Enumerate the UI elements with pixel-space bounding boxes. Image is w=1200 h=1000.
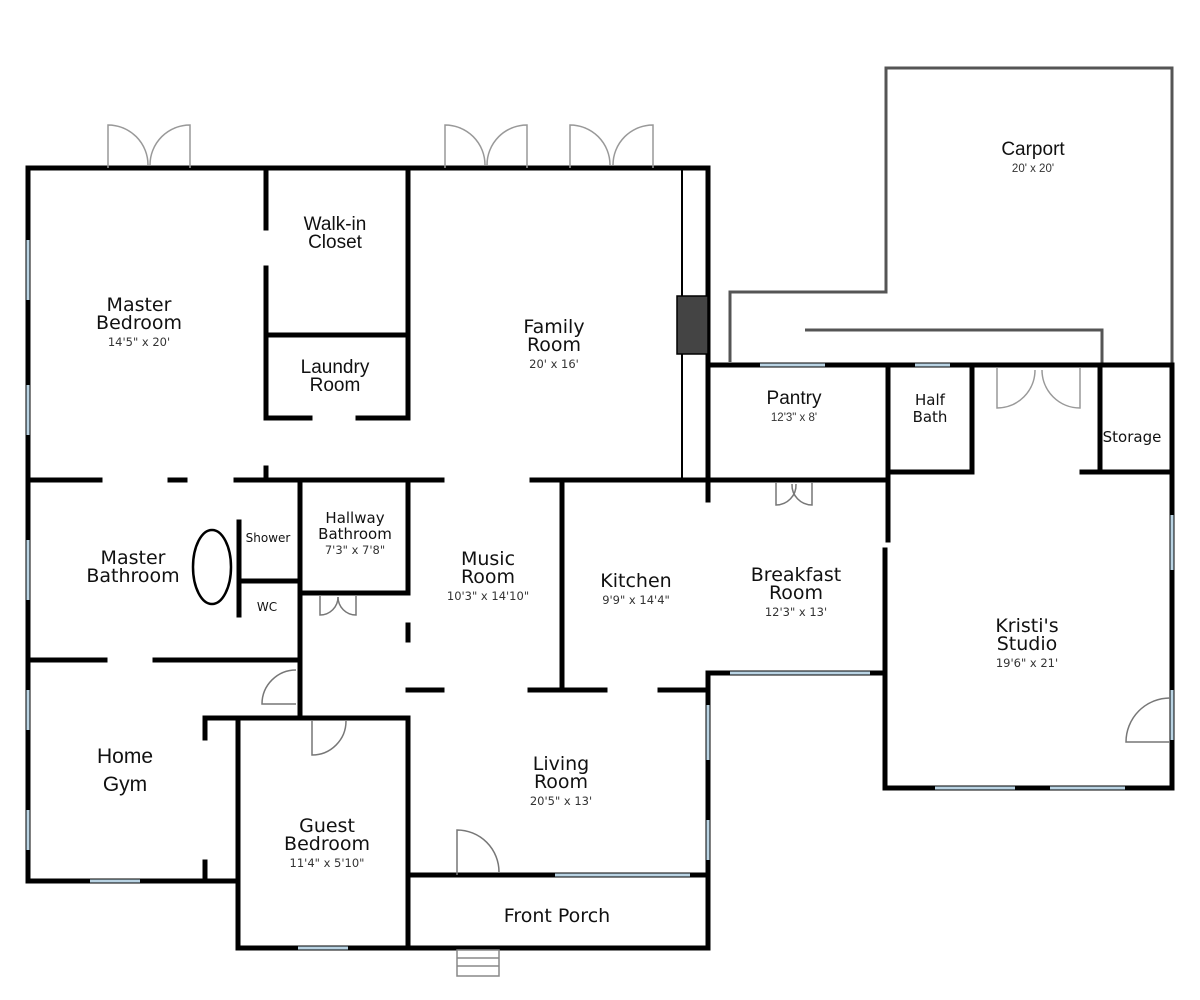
room-name: Room: [309, 375, 361, 396]
room-name: Master: [106, 293, 172, 316]
room-name: Half: [915, 391, 945, 409]
room-family-room: Family Room 20' x 16': [523, 315, 585, 371]
room-name: Kristi's: [995, 614, 1059, 637]
room-name: Room: [460, 565, 516, 588]
room-half-bath: Half Bath: [913, 392, 948, 426]
room-hallway-bathroom: Hallway Bathroom 7'3" x 7'8": [318, 510, 392, 557]
room-front-porch: Front Porch: [503, 905, 611, 927]
room-carport: Carport 20' x 20': [1001, 138, 1065, 176]
room-dimensions: 10'3" x 14'10": [446, 588, 530, 603]
room-dimensions: 20' x 20': [1011, 162, 1055, 175]
room-master-bedroom: Master Bedroom 14'5" x 20': [96, 293, 182, 349]
room-dimensions: 12'3" x 8': [770, 411, 818, 424]
room-name: Bathroom: [318, 524, 392, 543]
room-pantry: Pantry 12'3" x 8': [766, 387, 822, 425]
room-name: Home: [96, 745, 154, 768]
bathtub: [191, 528, 233, 606]
room-name: Kitchen: [600, 569, 672, 592]
room-name: Walk-in: [303, 214, 367, 235]
room-name: Hallway: [325, 508, 385, 527]
room-name: Room: [533, 770, 589, 793]
room-name: Breakfast: [750, 563, 842, 586]
room-dimensions: 19'6" x 21': [995, 655, 1059, 670]
room-breakfast-room: Breakfast Room 12'3" x 13': [750, 563, 842, 619]
room-dimensions: 12'3" x 13': [764, 604, 828, 619]
room-name: Master: [100, 547, 166, 569]
room-name: Room: [526, 333, 582, 356]
room-name: Bathroom: [86, 565, 180, 587]
room-dimensions: 9'9" x 14'4": [602, 592, 670, 607]
room-name: Music: [460, 547, 516, 570]
room-kitchen: Kitchen 9'9" x 14'4": [600, 569, 672, 607]
room-living-room: Living Room 20'5" x 13': [529, 752, 593, 808]
windows: [26, 240, 1174, 950]
room-shower: Shower: [246, 529, 291, 545]
room-name: WC: [256, 600, 278, 614]
room-wc: WC: [257, 598, 277, 614]
room-name: Pantry: [766, 387, 822, 409]
room-music-room: Music Room 10'3" x 14'10": [446, 547, 530, 603]
room-walk-in-closet: Walk-in Closet: [303, 214, 367, 253]
room-name: Studio: [996, 632, 1058, 655]
room-name: Shower: [245, 531, 291, 545]
room-dimensions: 7'3" x 7'8": [324, 542, 386, 557]
room-name: Bath: [912, 408, 948, 426]
room-dimensions: 14'5" x 20': [107, 334, 171, 349]
room-storage: Storage: [1103, 428, 1162, 446]
room-name: Gym: [102, 773, 148, 796]
room-dimensions: 20' x 16': [529, 356, 579, 371]
room-master-bathroom: Master Bathroom: [86, 547, 180, 587]
fireplace: [676, 295, 709, 355]
room-home-gym: Home Gym: [97, 743, 153, 799]
room-name: Closet: [308, 232, 362, 253]
front-steps: [456, 949, 500, 977]
room-name: Laundry: [300, 357, 370, 378]
walls: [25, 165, 1175, 951]
room-name: Family: [523, 315, 585, 338]
room-name: Bedroom: [284, 832, 370, 855]
doors: [261, 482, 1171, 875]
french-doors: [107, 124, 1081, 409]
carport-outline: [728, 66, 1174, 365]
room-name: Front Porch: [503, 905, 611, 927]
room-name: Guest: [299, 814, 355, 837]
room-dimensions: 11'4" x 5'10": [289, 855, 365, 870]
room-guest-bedroom: Guest Bedroom 11'4" x 5'10": [284, 814, 370, 870]
room-dimensions: 20'5" x 13': [529, 793, 593, 808]
room-laundry: Laundry Room: [300, 357, 370, 396]
room-name: Carport: [1001, 138, 1065, 160]
room-name: Bedroom: [96, 311, 182, 334]
room-name: Room: [768, 581, 824, 604]
room-name: Storage: [1102, 428, 1162, 446]
room-kristis-studio: Kristi's Studio 19'6" x 21': [995, 614, 1059, 670]
room-name: Living: [532, 752, 590, 775]
